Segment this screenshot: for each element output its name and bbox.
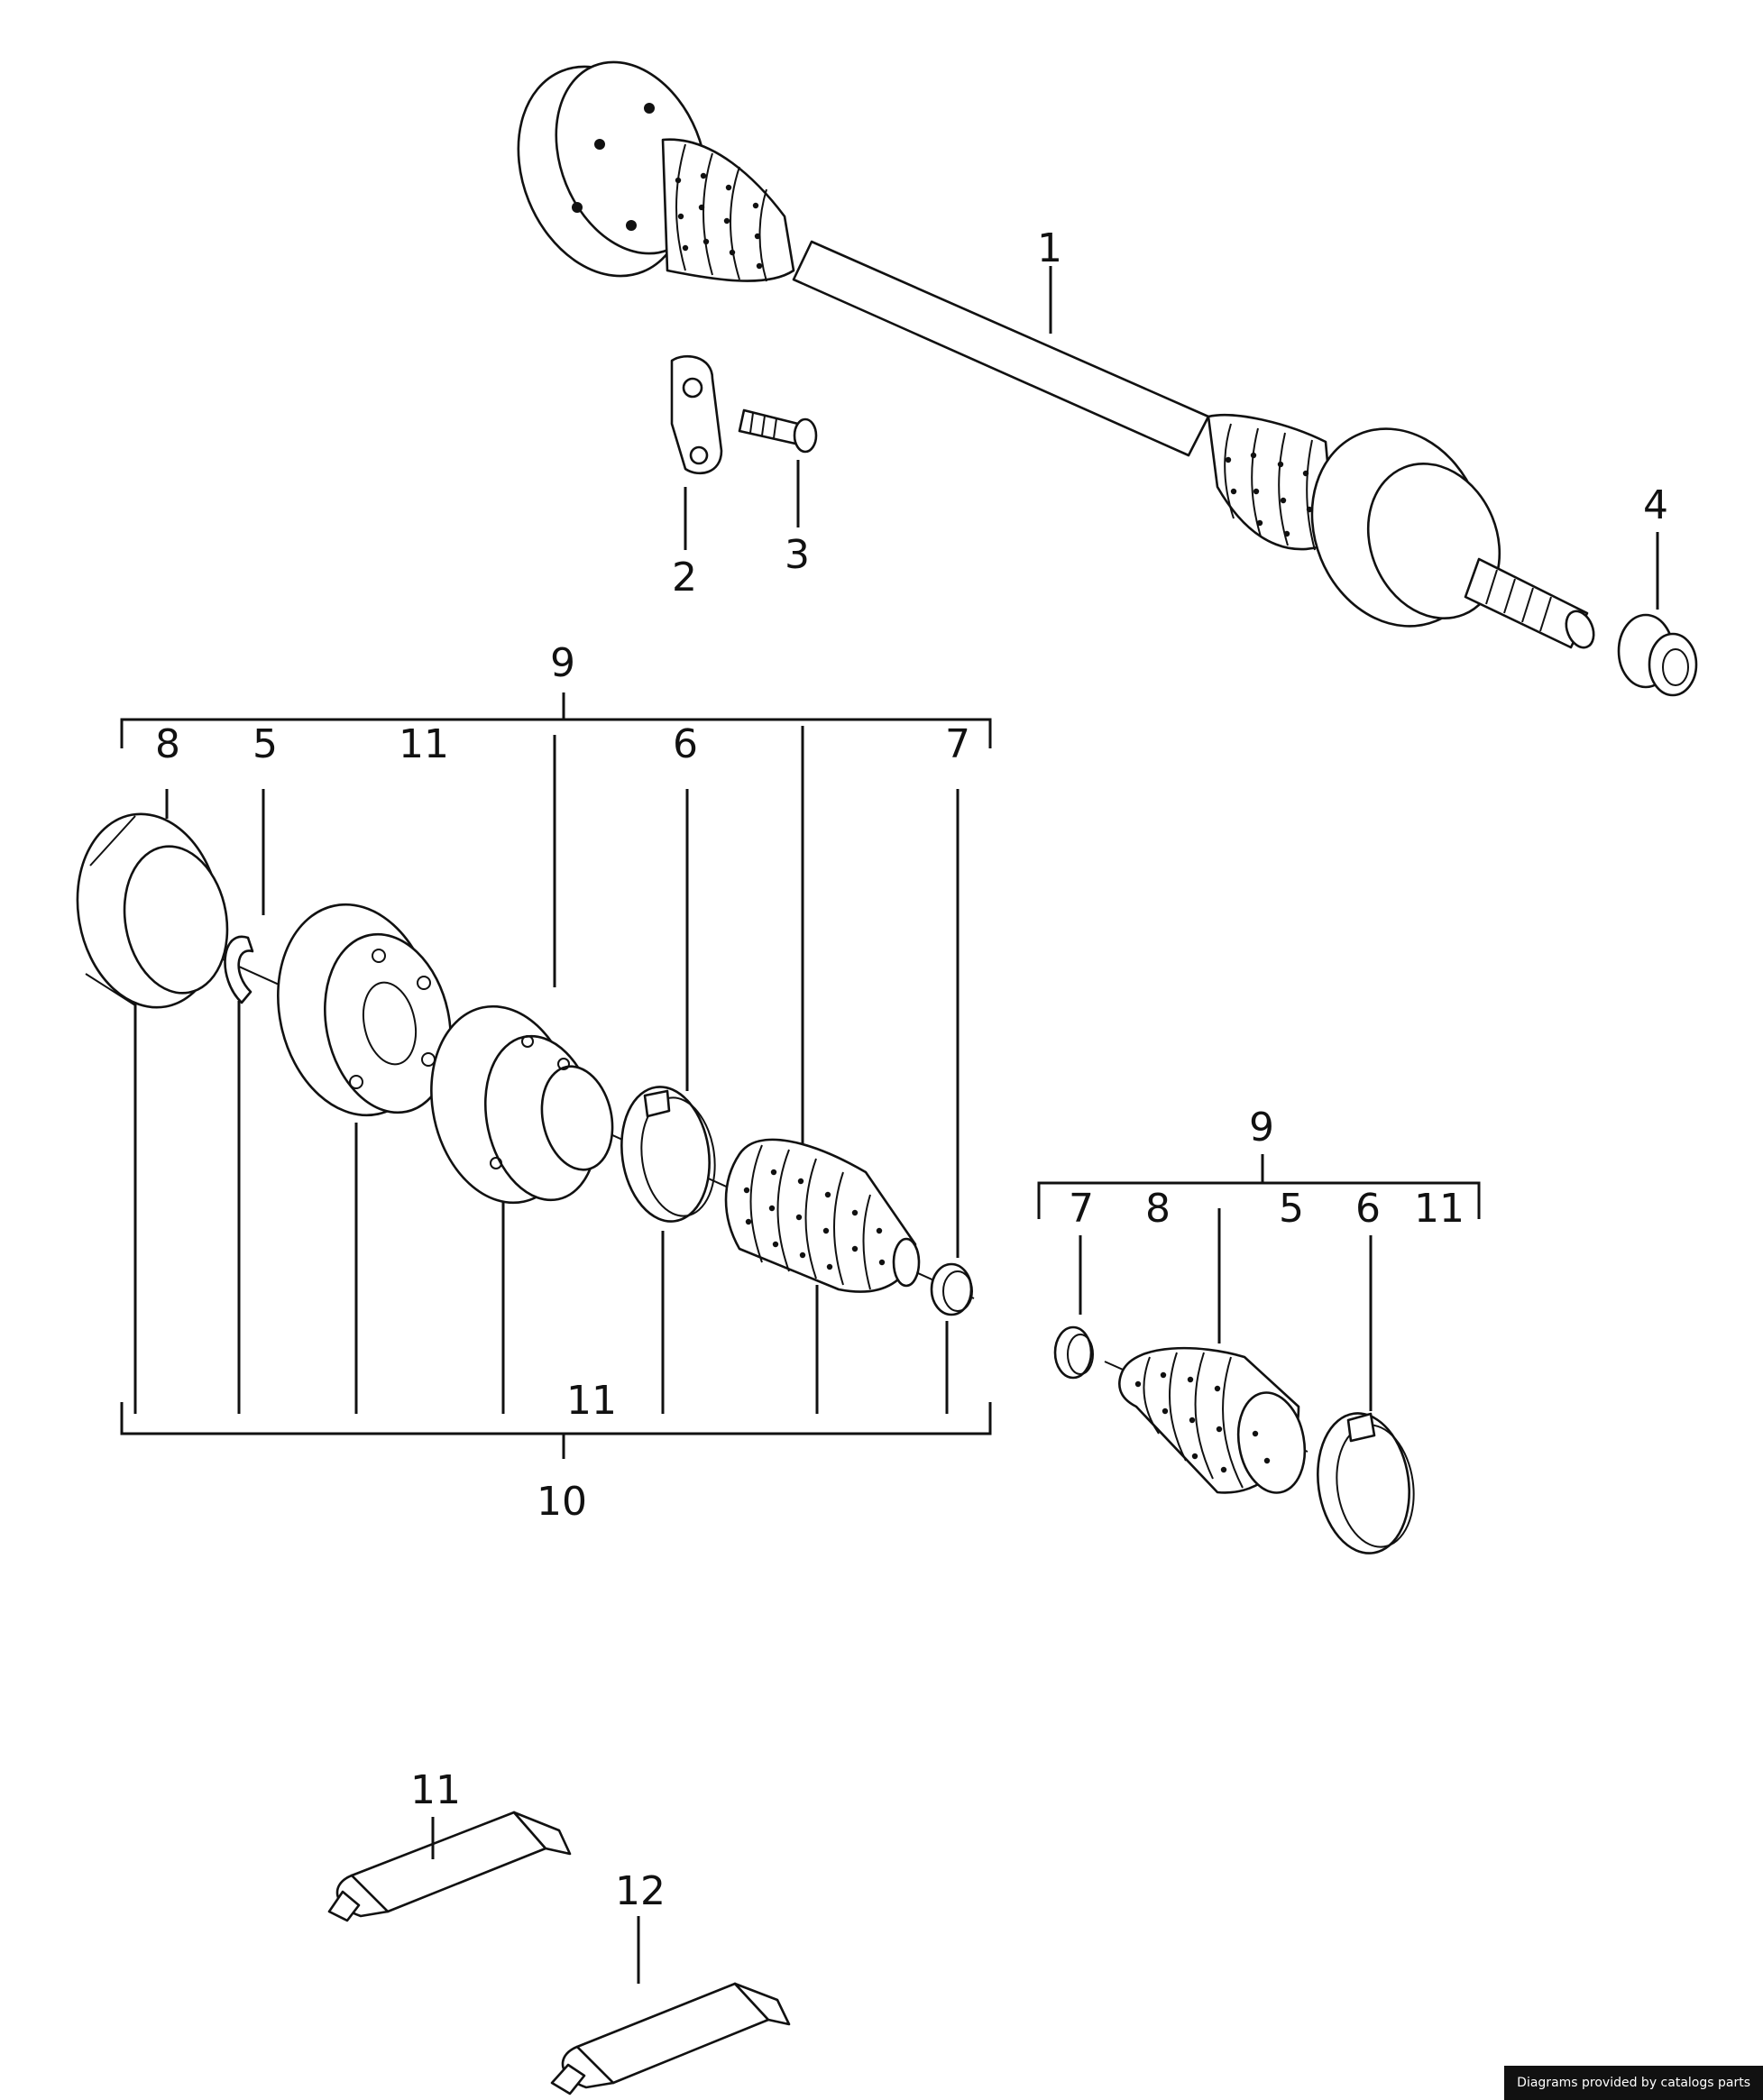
callout-2: 2: [672, 555, 697, 601]
small-clamp-right[interactable]: [1053, 1325, 1094, 1380]
callout-4: 4: [1643, 482, 1668, 528]
callout-9-right: 9: [1249, 1105, 1274, 1151]
joint-outer-race[interactable]: [62, 802, 238, 1019]
locking-plate[interactable]: [670, 354, 723, 475]
callout-1: 1: [1037, 225, 1062, 271]
callout-11-tube: 11: [410, 1767, 461, 1813]
boot-left-dots: [743, 1169, 886, 1270]
callout-5-left: 5: [253, 721, 278, 767]
large-clamp-right[interactable]: [1309, 1408, 1421, 1559]
callout-10: 10: [537, 1479, 587, 1525]
circlip[interactable]: [224, 935, 254, 1004]
cage-flange[interactable]: [414, 993, 621, 1216]
callout-6-right: 6: [1355, 1186, 1381, 1232]
callout-3: 3: [785, 532, 810, 578]
callout-11-right: 11: [1414, 1186, 1465, 1232]
callout-8-right: 8: [1145, 1186, 1171, 1232]
screw[interactable]: [738, 408, 818, 454]
callout-5-right: 5: [1279, 1186, 1304, 1232]
group-bracket-bottom-left: [120, 1402, 992, 1459]
boot-right[interactable]: [1118, 1346, 1312, 1498]
small-clamp-left[interactable]: [930, 1262, 973, 1316]
grease-tube-12[interactable]: [550, 1982, 791, 2095]
boot-left[interactable]: [724, 1138, 921, 1293]
group-bracket-right: [1037, 1154, 1481, 1219]
large-clamp[interactable]: [613, 1081, 722, 1227]
callout-11-bottom: 11: [566, 1378, 617, 1424]
joint-hub[interactable]: [259, 890, 466, 1130]
inner-boot-dots: [675, 172, 763, 270]
callout-7-right: 7: [1069, 1186, 1094, 1232]
group-bracket-top-left: [120, 692, 992, 748]
callout-6-left: 6: [673, 721, 698, 767]
callout-9-left: 9: [550, 640, 575, 686]
boot-right-dots: [1134, 1371, 1271, 1473]
outer-boot-dots: [1225, 452, 1313, 537]
callout-7-left: 7: [945, 721, 970, 767]
grease-tube-11[interactable]: [327, 1811, 572, 1922]
collar-nut[interactable]: [1617, 613, 1698, 697]
callout-11-left: 11: [399, 721, 449, 767]
diagram-credit-footer: Diagrams provided by catalogs parts: [1504, 2066, 1763, 2100]
callout-labels: 1 2 3 4 9 8 5 11 6 7 11 10 9 7 8 5 6 11 …: [155, 225, 1668, 1914]
callout-12-tube: 12: [615, 1868, 666, 1914]
callout-8-left: 8: [155, 721, 180, 767]
drive-shaft-assembly[interactable]: [488, 40, 1598, 653]
